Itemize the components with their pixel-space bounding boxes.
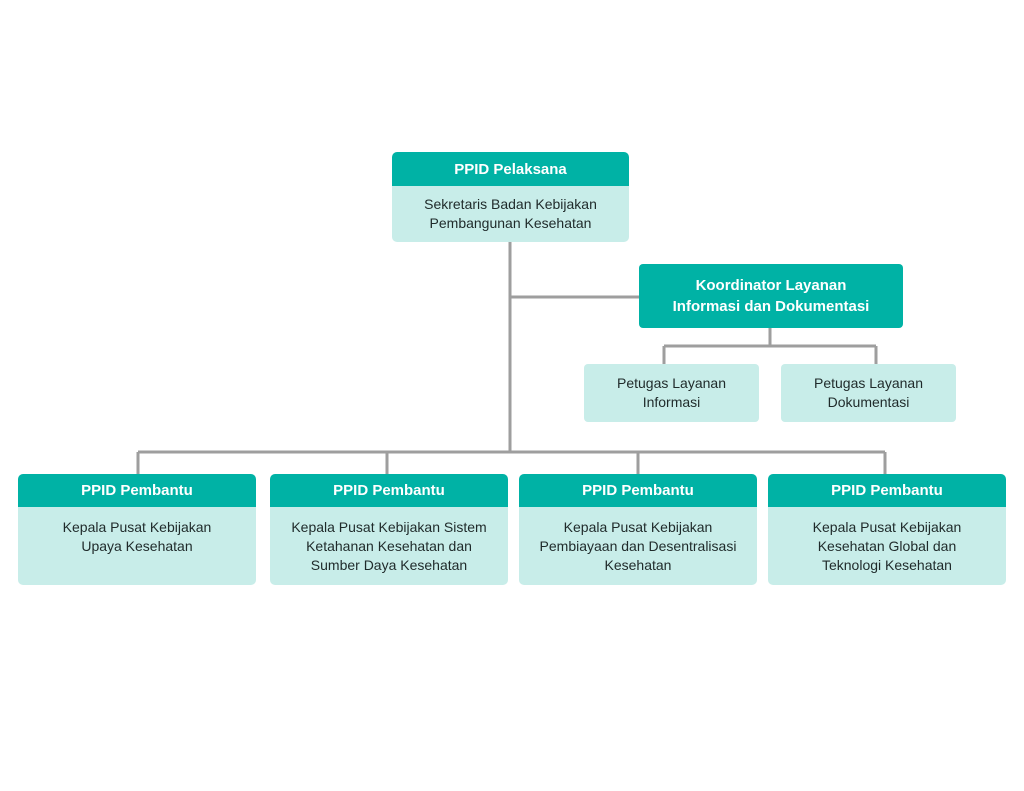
branch-node: PPID Pembantu Kepala Pusat Kebijakan Pem… [519,474,757,585]
branch-node-body: Kepala Pusat Kebijakan Sistem Ketahanan … [270,507,508,585]
branch-node-title: PPID Pembantu [18,474,256,507]
branch-node-body: Kepala Pusat Kebijakan Kesehatan Global … [768,507,1006,585]
branch-node-body: Kepala Pusat Kebijakan Pembiayaan dan De… [519,507,757,585]
branch-node-title: PPID Pembantu [270,474,508,507]
branch-node-title: PPID Pembantu [768,474,1006,507]
root-node-title: PPID Pelaksana [392,152,629,186]
root-node: PPID Pelaksana Sekretaris Badan Kebijaka… [392,152,629,242]
root-node-body: Sekretaris Badan Kebijakan Pembangunan K… [392,186,629,242]
branch-node: PPID Pembantu Kepala Pusat Kebijakan Upa… [18,474,256,585]
officer-node-dokumentasi: Petugas Layanan Dokumentasi [781,364,956,422]
coordinator-node: Koordinator Layanan Informasi dan Dokume… [639,264,903,328]
officer-node-informasi: Petugas Layanan Informasi [584,364,759,422]
branch-node-title: PPID Pembantu [519,474,757,507]
branch-node: PPID Pembantu Kepala Pusat Kebijakan Kes… [768,474,1006,585]
branch-node-body: Kepala Pusat Kebijakan Upaya Kesehatan [18,507,256,585]
branch-node: PPID Pembantu Kepala Pusat Kebijakan Sis… [270,474,508,585]
